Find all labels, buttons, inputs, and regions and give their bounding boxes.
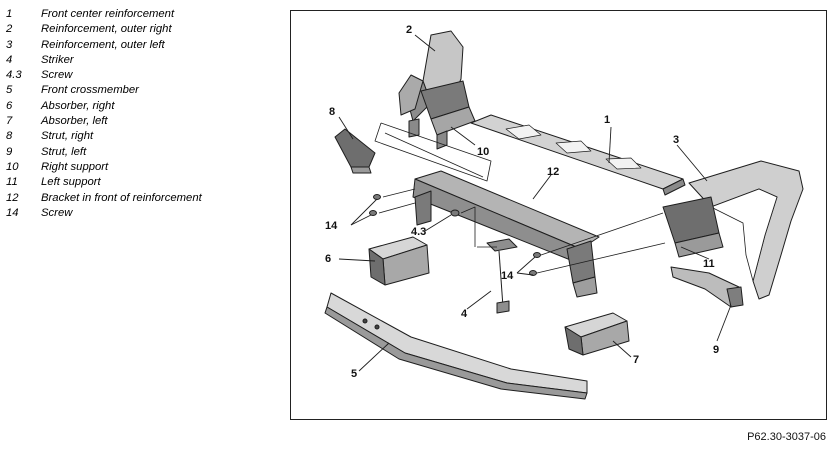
callout-1: 1 (604, 114, 610, 126)
legend-label: Bracket in front of reinforcement (41, 191, 202, 204)
legend-item: 5 Front crossmember (6, 83, 276, 98)
legend-item: 1 Front center reinforcement (6, 7, 276, 22)
legend-label: Reinforcement, outer left (41, 38, 165, 51)
part-absorber-left (564, 312, 630, 356)
legend-number: 4 (6, 53, 13, 66)
part-striker (486, 238, 518, 314)
legend-label: Striker (41, 53, 74, 66)
legend-number: 4.3 (6, 69, 22, 82)
legend-number: 1 (6, 8, 13, 20)
legend-label: Strut, left (41, 145, 87, 158)
callout-6: 6 (325, 253, 331, 265)
legend-number: 6 (6, 99, 13, 112)
callout-5: 5 (351, 368, 357, 380)
part-front-crossmember (324, 292, 588, 400)
legend-number: 11 (6, 176, 18, 189)
legend-label: Right support (41, 160, 109, 173)
callout-11: 11 (703, 258, 715, 270)
legend-item: 2 Reinforcement, outer right (6, 22, 276, 37)
legend-number: 12 (6, 191, 19, 204)
exploded-view-figure: 1 2 3 4 4.3 5 6 7 8 9 10 11 12 14 14 (290, 10, 827, 420)
callout-14-lower: 14 (501, 270, 514, 282)
legend-item: 4 Striker (6, 53, 276, 68)
legend-number: 9 (6, 145, 13, 158)
part-absorber-right (368, 236, 430, 286)
legend-label: Screw (41, 69, 73, 82)
callout-4: 4 (461, 308, 468, 320)
legend-item: 8 Strut, right (6, 129, 276, 144)
legend-label: Strut, right (41, 130, 94, 143)
legend-label: Front crossmember (41, 84, 139, 97)
callout-3: 3 (673, 134, 679, 146)
legend-number: 7 (6, 115, 13, 128)
part-reinforcement-outer-right (398, 30, 476, 150)
part-front-center-reinforcement (470, 114, 686, 196)
exploded-view-drawing: 1 2 3 4 4.3 5 6 7 8 9 10 11 12 14 14 (324, 24, 804, 400)
legend-item: 10 Right support (6, 160, 276, 175)
legend-number: 14 (6, 206, 19, 219)
legend-item: 3 Reinforcement, outer left (6, 38, 276, 53)
legend-item: 11 Left support (6, 175, 276, 190)
legend-item: 6 Absorber, right (6, 99, 276, 114)
legend-item: 7 Absorber, left (6, 114, 276, 129)
callout-7: 7 (633, 354, 639, 366)
callout-14-upper: 14 (325, 220, 338, 232)
assembly-lines (374, 122, 666, 274)
legend-number: 2 (6, 23, 13, 36)
callout-10: 10 (477, 146, 489, 158)
callout-8: 8 (329, 106, 335, 118)
part-strut-left (670, 266, 744, 308)
part-reinforcement-outer-left (662, 160, 804, 300)
callout-12: 12 (547, 166, 559, 178)
callout-2: 2 (406, 24, 412, 36)
part-bracket-front-of-reinforcement (412, 170, 600, 298)
legend-label: Screw (41, 206, 73, 219)
legend-item: 14 Screw (6, 206, 276, 221)
part-strut-right (334, 128, 376, 174)
legend-number: 10 (6, 160, 19, 173)
legend-number: 3 (6, 38, 13, 51)
legend-item: 4.3 Screw (6, 68, 276, 83)
legend-label: Absorber, right (41, 99, 115, 112)
legend-number: 5 (6, 84, 13, 97)
legend-item: 9 Strut, left (6, 145, 276, 160)
callout-9: 9 (713, 344, 719, 356)
callout-4-3: 4.3 (411, 226, 426, 238)
legend-label: Reinforcement, outer right (41, 23, 172, 36)
legend-label: Front center reinforcement (41, 8, 175, 20)
legend-item: 12 Bracket in front of reinforcement (6, 191, 276, 206)
legend-label: Left support (41, 176, 101, 189)
figure-code: P62.30-3037-06 (747, 431, 826, 443)
leader-lines (338, 34, 732, 372)
legend-label: Absorber, left (41, 115, 108, 128)
legend-number: 8 (6, 130, 13, 143)
